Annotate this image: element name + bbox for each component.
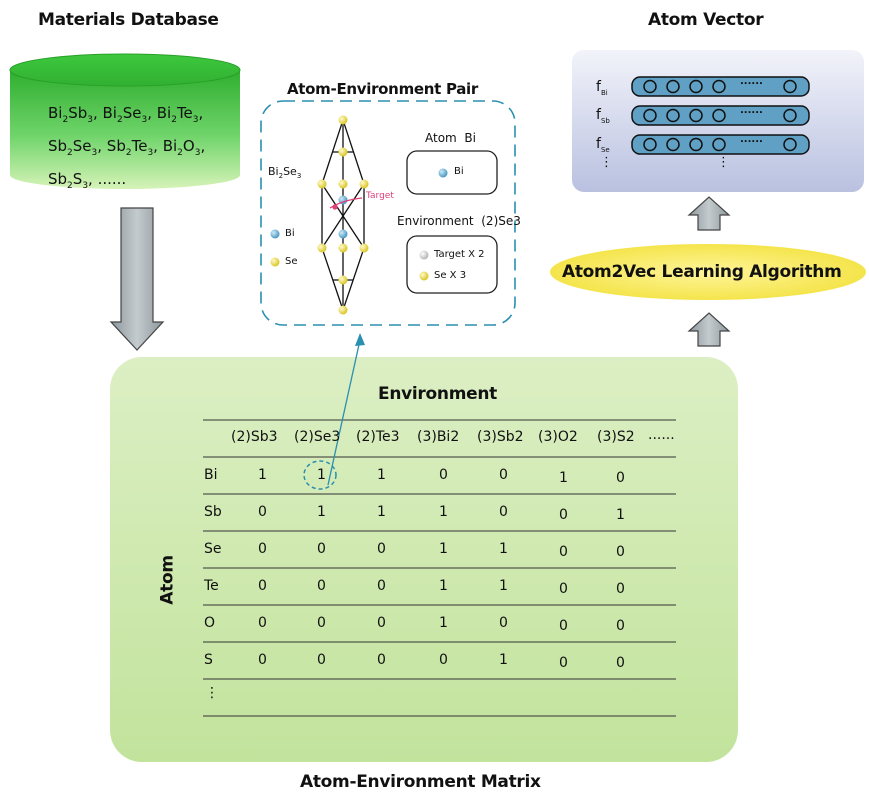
atom-box-item: Bi bbox=[454, 166, 464, 177]
legend-se-label: Se bbox=[285, 256, 298, 267]
atom-axis-label: Atom bbox=[157, 555, 178, 605]
down-arrow-icon bbox=[109, 207, 165, 351]
up-arrow-icon bbox=[687, 196, 731, 231]
row-label: Se bbox=[204, 541, 222, 557]
row-label: Te bbox=[204, 578, 219, 594]
up-arrow-icon bbox=[687, 312, 731, 347]
env-item-se: Se X 3 bbox=[434, 270, 467, 281]
formula-line: Sb2S3, ...... bbox=[48, 170, 127, 191]
matrix-cell: 0 bbox=[616, 618, 625, 634]
matrix-cell: 1 bbox=[439, 541, 448, 557]
matrix-cell: 0 bbox=[559, 655, 568, 671]
matrix-cell: 0 bbox=[377, 652, 386, 668]
environment-axis-label: Environment bbox=[378, 384, 497, 404]
matrix-cell: 0 bbox=[616, 544, 625, 560]
column-header: ...... bbox=[648, 427, 675, 443]
column-header: (2)Se3 bbox=[294, 429, 341, 445]
row-label: Sb bbox=[204, 504, 222, 520]
vector-label-bi: fBi bbox=[596, 79, 608, 97]
column-header: (3)S2 bbox=[597, 429, 635, 445]
matrix-cell: 0 bbox=[439, 652, 448, 668]
matrix-cell: 0 bbox=[317, 652, 326, 668]
atom-box-title: Atom Bi bbox=[425, 131, 476, 145]
matrix-cell: 0 bbox=[499, 467, 508, 483]
matrix-cell: 0 bbox=[317, 615, 326, 631]
materials-database-title: Materials Database bbox=[38, 10, 219, 30]
formula-line: Bi2Sb3, Bi2Se3, Bi2Te3, bbox=[48, 104, 204, 125]
matrix-cell: 0 bbox=[499, 504, 508, 520]
matrix-cell: 0 bbox=[559, 544, 568, 560]
matrix-cell: 1 bbox=[439, 578, 448, 594]
matrix-cell: 1 bbox=[439, 615, 448, 631]
matrix-cell: 1 bbox=[616, 507, 625, 523]
matrix-cell: 0 bbox=[258, 578, 267, 594]
vector-rows bbox=[631, 76, 810, 155]
target-label: Target bbox=[366, 191, 394, 201]
env-item-target: Target X 2 bbox=[434, 249, 485, 260]
matrix-cell: 1 bbox=[377, 504, 386, 520]
matrix-cell: 1 bbox=[499, 578, 508, 594]
matrix-cell: 0 bbox=[559, 581, 568, 597]
target-marker bbox=[329, 197, 363, 210]
matrix-cell: 1 bbox=[317, 504, 326, 520]
matrix-cell: 1 bbox=[499, 652, 508, 668]
crystal-formula-label: Bi2Se3 bbox=[268, 165, 302, 181]
legend-bi-label: Bi bbox=[285, 228, 295, 239]
se-legend-dot bbox=[270, 257, 280, 267]
matrix-cell: 1 bbox=[258, 467, 267, 483]
vector-label-sb: fSb bbox=[596, 107, 610, 125]
matrix-cell: 0 bbox=[616, 655, 625, 671]
vector-more-left: ⋮ bbox=[600, 155, 613, 170]
atom-vector-title: Atom Vector bbox=[648, 10, 764, 30]
matrix-cell: 0 bbox=[258, 504, 267, 520]
matrix-cell: 0 bbox=[616, 581, 625, 597]
matrix-cell: 0 bbox=[559, 618, 568, 634]
row-label: Bi bbox=[204, 467, 218, 483]
highlight-cell-circle bbox=[303, 460, 337, 490]
matrix-cell: 1 bbox=[377, 467, 386, 483]
algorithm-label: Atom2Vec Learning Algorithm bbox=[562, 262, 842, 282]
atom-environment-pair-title: Atom-Environment Pair bbox=[287, 80, 478, 98]
environment-box bbox=[406, 235, 498, 294]
vector-label-se: fSe bbox=[596, 136, 610, 154]
atom-environment-matrix-title: Atom-Environment Matrix bbox=[300, 772, 541, 792]
formula-line: Sb2Se3, Sb2Te3, Bi2O3, bbox=[48, 137, 206, 158]
environment-box-title: Environment (2)Se3 bbox=[397, 214, 521, 228]
matrix-cell: 1 bbox=[559, 470, 568, 486]
matrix-cell: 0 bbox=[377, 615, 386, 631]
matrix-cell: 0 bbox=[377, 541, 386, 557]
vector-ellipsis: ...... bbox=[740, 76, 763, 87]
matrix-cell: 0 bbox=[377, 578, 386, 594]
vector-ellipsis: ...... bbox=[740, 105, 763, 116]
matrix-cell: 0 bbox=[258, 615, 267, 631]
database-formulas: Bi2Sb3, Bi2Se3, Bi2Te3, Sb2Se3, Sb2Te3, … bbox=[48, 100, 205, 199]
vector-ellipsis: ...... bbox=[740, 134, 763, 145]
column-header: (3)Bi2 bbox=[417, 429, 460, 445]
column-header: (2)Sb3 bbox=[231, 429, 278, 445]
matrix-rules bbox=[203, 419, 676, 717]
matrix-cell: 0 bbox=[317, 541, 326, 557]
column-header: (3)O2 bbox=[538, 429, 578, 445]
row-label: S bbox=[204, 652, 213, 668]
bi-legend-dot bbox=[270, 229, 280, 239]
column-header: (3)Sb2 bbox=[477, 429, 524, 445]
matrix-cell: 0 bbox=[559, 507, 568, 523]
vector-more-center: ⋮ bbox=[717, 155, 730, 170]
matrix-cell: 1 bbox=[317, 467, 326, 483]
matrix-cell: 0 bbox=[616, 470, 625, 486]
matrix-cell: 0 bbox=[258, 541, 267, 557]
connector-arrow bbox=[327, 333, 365, 486]
column-header: (2)Te3 bbox=[356, 429, 400, 445]
matrix-cell: 0 bbox=[317, 578, 326, 594]
crystal-atoms bbox=[317, 115, 369, 315]
matrix-cell: 0 bbox=[499, 615, 508, 631]
matrix-more-rows: ⋮ bbox=[205, 685, 219, 701]
matrix-cell: 1 bbox=[499, 541, 508, 557]
row-label: O bbox=[204, 615, 216, 631]
atom-bi-box bbox=[406, 150, 498, 195]
matrix-cell: 0 bbox=[439, 467, 448, 483]
matrix-cell: 0 bbox=[258, 652, 267, 668]
matrix-cell: 1 bbox=[439, 504, 448, 520]
